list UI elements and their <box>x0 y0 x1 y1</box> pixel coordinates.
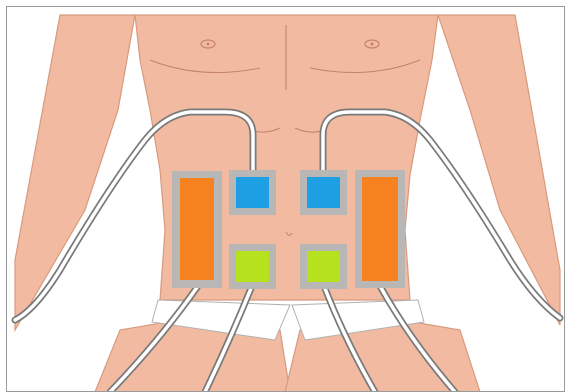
right-nipple-center <box>371 43 374 46</box>
pad-right-upper <box>307 177 340 208</box>
pad-right-lower <box>307 251 340 282</box>
pad-left-upper <box>236 177 269 208</box>
pad-right-large <box>362 177 398 281</box>
pad-left-large <box>180 178 214 280</box>
left-arm <box>15 15 135 330</box>
left-nipple-center <box>207 43 210 46</box>
pad-left-lower <box>236 251 269 282</box>
